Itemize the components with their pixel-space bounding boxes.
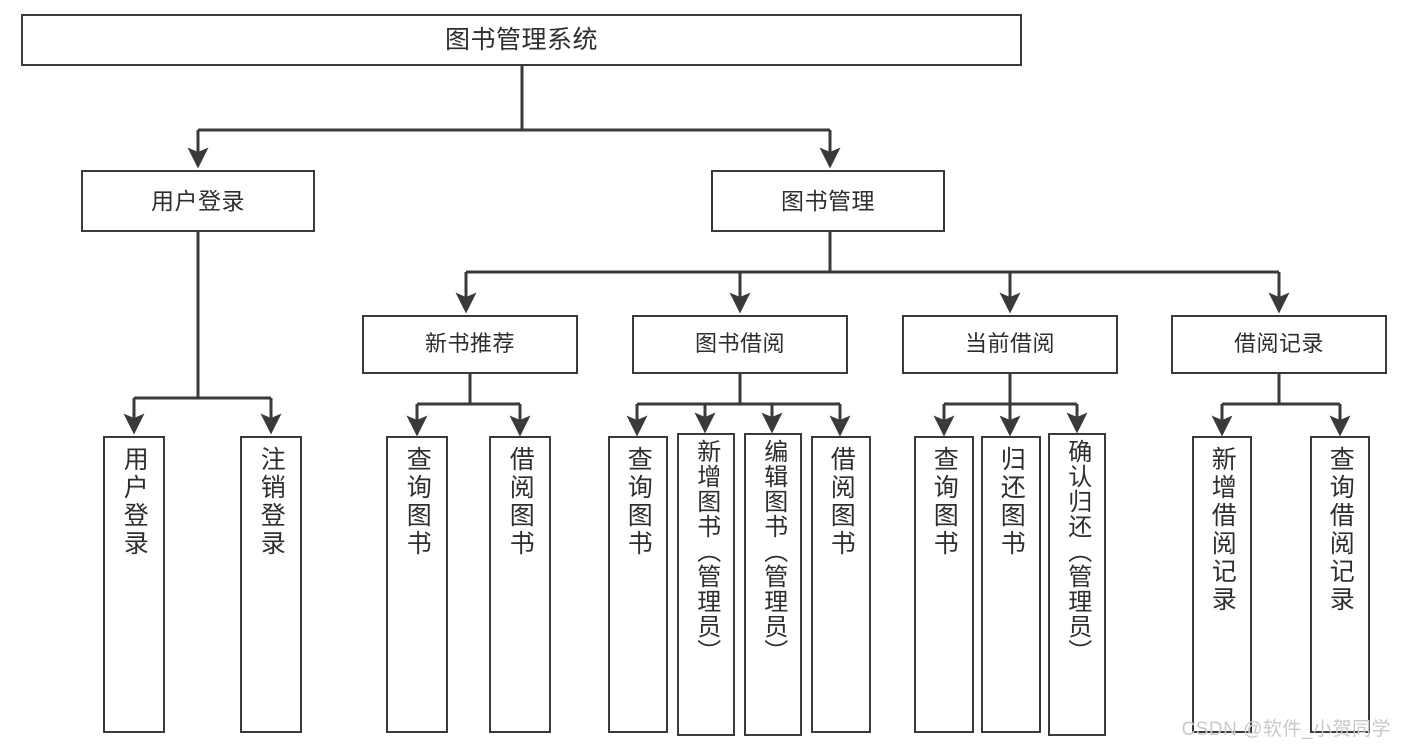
node-label: 新增借阅记录 [1208, 446, 1237, 614]
leaf-user-login-signin[interactable]: 用户登录 [103, 436, 165, 733]
csdn-watermark: CSDN @软件_小贺同学 [1181, 719, 1391, 740]
node-label: 新书推荐 [424, 331, 515, 357]
node-label: 查询图书 [624, 446, 653, 558]
node-label: 借阅记录 [1233, 331, 1324, 357]
node-label: 图书管理 [781, 187, 875, 214]
node-current-borrow[interactable]: 当前借阅 [902, 315, 1118, 374]
leaf-user-login-signout[interactable]: 注销登录 [240, 436, 302, 733]
leaf-book-borrow-add-book-admin[interactable]: 新增图书（管理员） [677, 433, 735, 736]
leaf-book-borrow-borrow-books[interactable]: 借阅图书 [811, 436, 871, 733]
leaf-current-borrow-return-books[interactable]: 归还图书 [981, 436, 1041, 733]
leaf-book-borrow-edit-book-admin[interactable]: 编辑图书（管理员） [744, 433, 802, 736]
leaf-borrow-records-add-record[interactable]: 新增借阅记录 [1192, 436, 1252, 733]
leaf-current-borrow-query-books[interactable]: 查询图书 [914, 436, 974, 733]
node-label: 归还图书 [997, 446, 1026, 558]
node-label: 图书借阅 [694, 331, 785, 357]
node-label: 查询借阅记录 [1326, 446, 1355, 614]
node-label: 用户登录 [151, 187, 245, 214]
node-label: 编辑图书（管理员） [759, 439, 787, 664]
node-label: 当前借阅 [964, 331, 1055, 357]
node-book-borrow[interactable]: 图书借阅 [632, 315, 848, 374]
node-label: 注销登录 [257, 446, 286, 558]
node-label: 查询图书 [403, 446, 432, 558]
node-label: 用户登录 [120, 446, 149, 558]
node-label: 确认归还（管理员） [1063, 439, 1091, 664]
leaf-current-borrow-confirm-return-admin[interactable]: 确认归还（管理员） [1048, 433, 1106, 736]
node-label: 借阅图书 [506, 446, 535, 558]
leaf-new-book-query-books[interactable]: 查询图书 [386, 436, 448, 733]
node-label: 图书管理系统 [444, 25, 598, 54]
node-book-management[interactable]: 图书管理 [711, 170, 945, 232]
leaf-new-book-borrow-books[interactable]: 借阅图书 [489, 436, 551, 733]
node-label: 新增图书（管理员） [692, 439, 720, 664]
node-root-book-management-system[interactable]: 图书管理系统 [21, 14, 1022, 66]
node-user-login[interactable]: 用户登录 [81, 170, 315, 232]
node-borrow-records[interactable]: 借阅记录 [1171, 315, 1387, 374]
node-label: 查询图书 [930, 446, 959, 558]
node-label: 借阅图书 [827, 446, 856, 558]
leaf-borrow-records-query-record[interactable]: 查询借阅记录 [1310, 436, 1370, 733]
leaf-book-borrow-query-books[interactable]: 查询图书 [608, 436, 668, 733]
node-new-book-recommend[interactable]: 新书推荐 [362, 315, 578, 374]
